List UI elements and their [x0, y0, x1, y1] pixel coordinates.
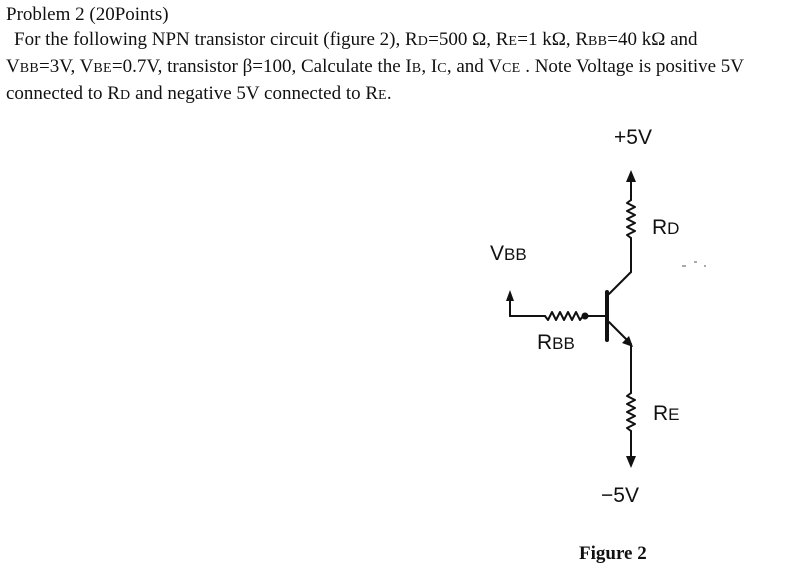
label-main: R — [537, 331, 553, 354]
vee-arrow — [626, 456, 636, 468]
vbb-label: VBB — [490, 242, 527, 266]
rbb-label: RBB — [537, 331, 575, 355]
label-sub: BB — [504, 245, 527, 264]
text-subscript: E — [378, 88, 387, 103]
text-segment: For the following NPN transistor circuit… — [14, 29, 418, 50]
text-segment: =3V, V — [39, 56, 94, 77]
vbb-arrow — [506, 290, 514, 301]
label-sub: BB — [552, 334, 575, 353]
emitter-lead — [608, 321, 632, 345]
base-node — [581, 312, 589, 320]
problem-line-3: connected to RD and negative 5V connecte… — [6, 81, 798, 108]
text-segment: V — [6, 56, 20, 77]
text-subscript: CE — [501, 61, 521, 76]
label-main: R — [653, 402, 669, 425]
problem-line-2: VBB=3V, VBE=0.7V, transistor β=100, Calc… — [6, 54, 798, 81]
rd-label: RD — [652, 216, 679, 240]
rd-resistor — [626, 199, 636, 239]
collector-lead — [608, 271, 632, 295]
re-resistor — [626, 392, 636, 432]
text-segment: =500 Ω, R — [428, 29, 509, 50]
problem-title: Problem 2 (20Points) — [6, 4, 169, 25]
text-segment: =0.7V, transistor β=100, Calculate the I — [111, 56, 412, 77]
text-segment: . — [386, 83, 392, 104]
emitter-arrow — [622, 336, 633, 347]
vcc-arrow — [626, 170, 636, 182]
label-sub: D — [667, 219, 680, 238]
figure-caption: Figure 2 — [579, 543, 647, 564]
text-segment: . Note Voltage is positive 5V — [520, 56, 745, 77]
rbb-resistor — [544, 311, 584, 321]
vcc-label: +5V — [614, 126, 652, 149]
text-segment: , and V — [446, 56, 502, 77]
re-label: RE — [653, 402, 680, 426]
label-main: R — [652, 216, 668, 239]
text-subscript: D — [417, 34, 429, 49]
text-subscript: B — [411, 61, 422, 76]
label-main: V — [490, 242, 505, 265]
text-subscript: E — [508, 34, 518, 49]
text-segment: connected to R — [6, 83, 120, 104]
text-segment: and negative 5V connected to R — [130, 83, 379, 104]
text-segment: , I — [421, 56, 438, 77]
text-subscript: BB — [588, 34, 608, 49]
text-subscript: BE — [93, 61, 112, 76]
label-sub: E — [668, 405, 680, 424]
vee-label: −5V — [601, 484, 639, 507]
text-subscript: BB — [19, 61, 40, 76]
text-segment: =40 kΩ and — [607, 29, 698, 50]
text-segment: =1 kΩ, R — [517, 29, 588, 50]
problem-statement: Problem 2 (20Points) For the following N… — [6, 2, 798, 108]
problem-line-1: For the following NPN transistor circuit… — [6, 27, 798, 54]
text-subscript: C — [437, 61, 447, 76]
text-subscript: D — [119, 88, 131, 103]
